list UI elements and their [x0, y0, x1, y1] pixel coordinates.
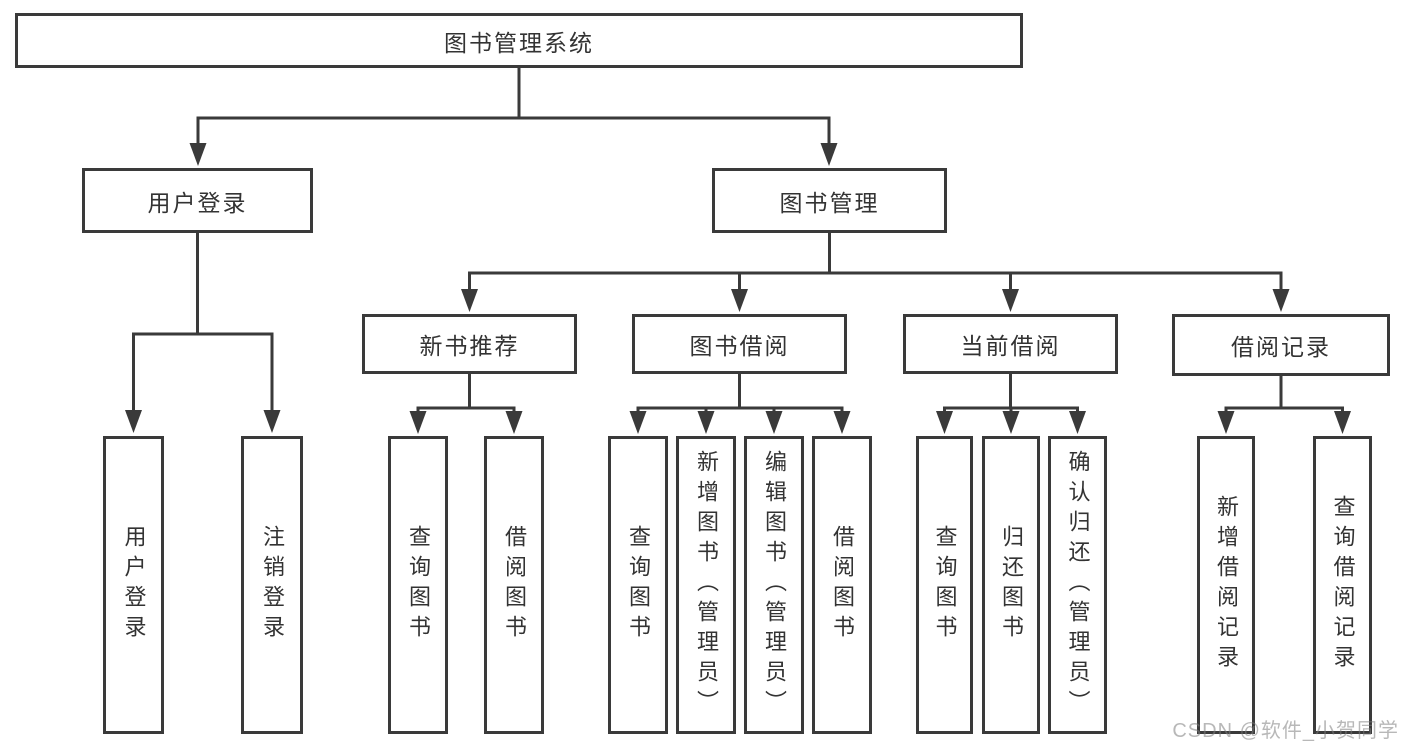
leaf-borrow-books-borrowing: 借阅图书 [812, 436, 872, 734]
leaf-query-books-recommend: 查询图书 [388, 436, 448, 734]
csdn-watermark: CSDN @软件_小贺同学 [1172, 720, 1399, 742]
leaf-return-books: 归还图书 [982, 436, 1040, 734]
leaf-user-login: 用户登录 [103, 436, 164, 734]
node-book-management: 图书管理 [712, 168, 947, 233]
node-book-borrowing: 图书借阅 [632, 314, 847, 374]
node-current-borrowing: 当前借阅 [903, 314, 1118, 374]
leaf-query-borrow-record: 查询借阅记录 [1313, 436, 1372, 734]
leaf-add-book-admin: 新增图书（管理员） [676, 436, 736, 734]
leaf-edit-book-admin: 编辑图书（管理员） [744, 436, 804, 734]
node-new-book-recommend: 新书推荐 [362, 314, 577, 374]
node-library-management-system: 图书管理系统 [15, 13, 1023, 68]
leaf-query-books-borrowing: 查询图书 [608, 436, 668, 734]
leaf-query-books-current: 查询图书 [916, 436, 973, 734]
leaf-confirm-return-admin: 确认归还（管理员） [1048, 436, 1107, 734]
node-borrowing-records: 借阅记录 [1172, 314, 1390, 376]
leaf-logout: 注销登录 [241, 436, 303, 734]
leaf-add-borrow-record: 新增借阅记录 [1197, 436, 1255, 734]
leaf-borrow-books-recommend: 借阅图书 [484, 436, 544, 734]
node-user-login: 用户登录 [82, 168, 313, 233]
